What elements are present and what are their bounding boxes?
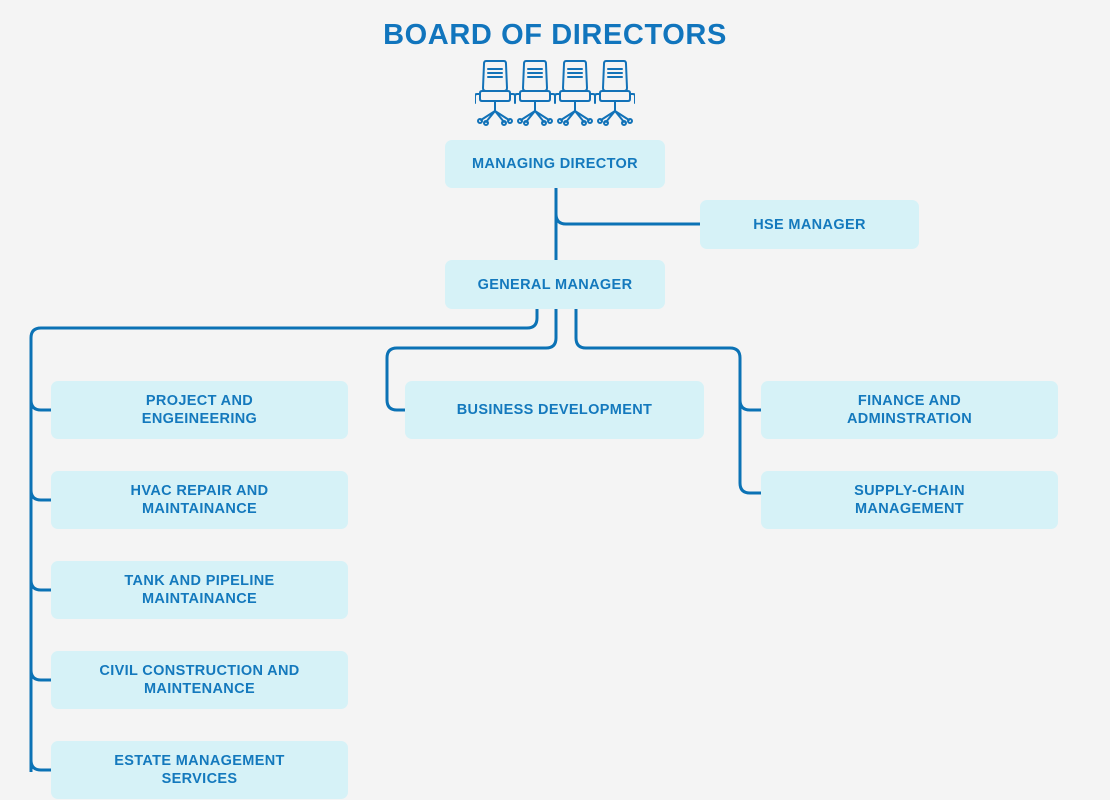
- node-label: ESTATE MANAGEMENT SERVICES: [114, 753, 285, 787]
- connector-stub-left-1: [29, 399, 51, 412]
- board-chairs-illustration: [0, 58, 1110, 128]
- node-label: SUPPLY-CHAIN MANAGEMENT: [854, 483, 965, 517]
- office-chair-icon: [554, 58, 596, 126]
- node-label: CIVIL CONSTRUCTION AND MAINTENANCE: [99, 663, 300, 697]
- page-title: BOARD OF DIRECTORS: [383, 19, 727, 51]
- connector-stub-left-3: [29, 579, 51, 592]
- connector-stub-right-1: [738, 399, 761, 412]
- node-project-and-engineering[interactable]: PROJECT AND ENGEINEERING: [51, 381, 348, 439]
- node-label: FINANCE AND ADMINSTRATION: [846, 393, 973, 427]
- node-estate-management-services[interactable]: ESTATE MANAGEMENT SERVICES: [51, 741, 348, 799]
- node-supply-chain-management[interactable]: SUPPLY-CHAIN MANAGEMENT: [761, 471, 1058, 529]
- node-tank-and-pipeline-maintenance[interactable]: TANK AND PIPELINE MAINTAINANCE: [51, 561, 348, 619]
- connector-stub-left-4: [29, 669, 51, 682]
- node-hvac-repair-and-maintenance[interactable]: HVAC REPAIR AND MAINTAINANCE: [51, 471, 348, 529]
- node-business-development[interactable]: BUSINESS DEVELOPMENT: [405, 381, 704, 439]
- node-label: MANAGING DIRECTOR: [472, 156, 638, 172]
- connector-md-to-hse: [554, 213, 700, 226]
- office-chair-icon: [514, 58, 556, 126]
- node-finance-and-administration[interactable]: FINANCE AND ADMINSTRATION: [761, 381, 1058, 439]
- node-label: HSE MANAGER: [753, 216, 866, 233]
- connector-stub-left-2: [29, 489, 51, 502]
- node-managing-director[interactable]: MANAGING DIRECTOR: [445, 140, 665, 188]
- node-civil-construction-and-maintenance[interactable]: CIVIL CONSTRUCTION AND MAINTENANCE: [51, 651, 348, 709]
- office-chair-icon: [474, 58, 516, 126]
- connector-stub-left-5: [29, 759, 51, 772]
- node-label: PROJECT AND ENGEINEERING: [141, 393, 258, 427]
- node-label: TANK AND PIPELINE MAINTAINANCE: [124, 573, 275, 607]
- node-label: HVAC REPAIR AND MAINTAINANCE: [130, 483, 269, 517]
- node-label: BUSINESS DEVELOPMENT: [456, 402, 653, 418]
- node-general-manager[interactable]: GENERAL MANAGER: [445, 260, 665, 309]
- node-hse-manager[interactable]: HSE MANAGER: [700, 200, 919, 249]
- office-chair-icon: [594, 58, 636, 126]
- node-label: GENERAL MANAGER: [477, 276, 633, 293]
